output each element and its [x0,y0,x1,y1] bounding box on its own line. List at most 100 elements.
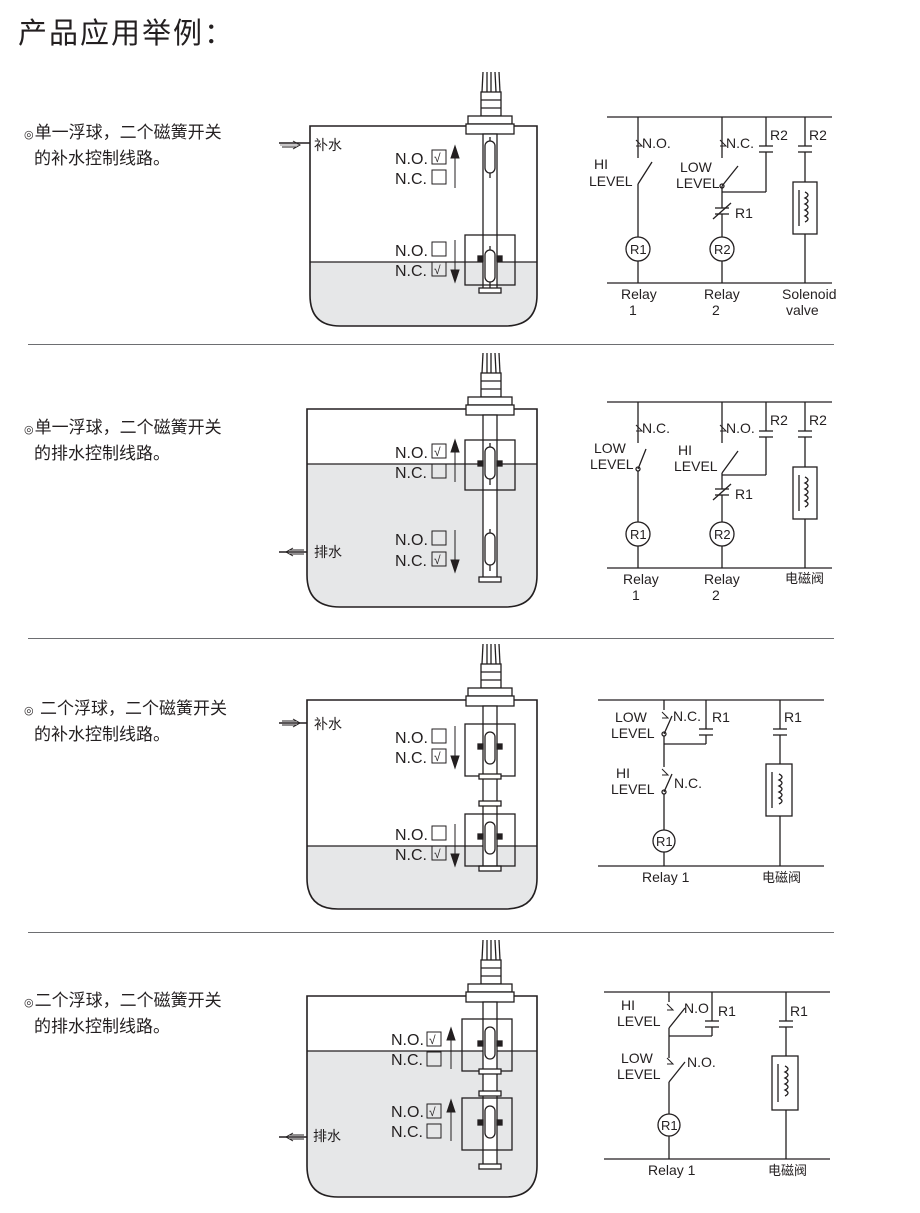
contact-label: N.C. [674,775,702,791]
level-label: LOW [615,709,648,725]
check-mark: √ [429,1033,436,1047]
r1-label: R1 [735,486,753,502]
r1-label: R1 [784,709,802,725]
circuit-labels: N.O. HI LEVEL N.C. LOW LEVEL R2 R2 R1 R1… [589,127,837,318]
outflow-arrow-icon [284,1132,304,1142]
check-mark: √ [434,750,441,764]
checkbox-icon [431,530,447,546]
switch-labels-bottom: N.O. N.C. √ [395,240,460,284]
checkbox-icon [431,149,447,165]
no-label: N.O. [395,730,428,747]
checkbox-icon [431,728,447,744]
tank [279,408,538,608]
r2-label: R2 [770,127,788,143]
checkbox-icon [431,845,447,861]
float-switch-sensor [464,352,516,583]
checkbox-icon [426,1031,442,1047]
r1-label: R1 [790,1003,808,1019]
coil-label: R1 [630,527,647,542]
bullet-icon: ◎ [24,128,34,141]
flow-label: 补水 [314,138,342,154]
tank [279,125,538,327]
checkbox-icon [431,825,447,841]
r1-label: R1 [735,205,753,221]
section-1: ◎单一浮球，二个磁簧开关 的补水控制线路。 补水 [0,0,920,327]
no-label: N.O. [395,445,428,462]
coil-label: R1 [630,242,647,257]
coil-label: R2 [714,242,731,257]
section-1-diagram: 补水 N.O. √ N.C. [279,71,837,327]
bullet-icon: ◎ [24,704,34,717]
switch-labels-top: N.O. N.C. √ [395,726,460,770]
check-mark: √ [434,151,441,165]
float-switch-sensor [464,643,516,872]
relay-label: Relay [623,571,659,587]
level-label: LEVEL [617,1013,661,1029]
arrow-up-icon [446,1026,456,1069]
level-label: LEVEL [590,456,634,472]
flow-label: 排水 [313,1129,341,1145]
arrow-up-icon [446,1098,456,1141]
check-mark: √ [434,263,441,277]
coil-label: R1 [656,834,673,849]
contact-label: N.O. [642,135,671,151]
checkbox-icon [431,241,447,257]
section-description: ◎单一浮球，二个磁簧开关 的补水控制线路。 [24,121,222,171]
contact-label: N.O [684,1000,709,1016]
coil-label: R1 [661,1118,678,1133]
circuit-diagram [598,699,824,867]
arrow-down-icon [450,240,460,284]
level-label: LEVEL [674,458,718,474]
description-line-1: 二个浮球，二个磁簧开关 [34,699,228,719]
contact-label: N.C. [673,708,701,724]
checkbox-icon [426,1103,442,1119]
solenoid-label: 电磁阀 [762,871,801,886]
circuit-diagram [607,401,832,569]
bullet-icon: ◎ [24,996,34,1009]
relay-number: 1 [632,587,640,603]
level-label: LEVEL [617,1066,661,1082]
no-label: N.O. [391,1032,424,1049]
no-label: N.O. [395,532,428,549]
check-mark: √ [434,553,441,567]
level-label: LEVEL [611,725,655,741]
checkbox-icon [431,443,447,459]
tank [279,995,538,1198]
level-label: LOW [594,440,627,456]
arrow-down-icon [450,530,460,574]
tank [279,699,538,910]
float-switch-sensor [461,939,515,1170]
r2-label: R2 [809,412,827,428]
circuit-diagram [604,991,830,1160]
contact-label: N.O. [687,1054,716,1070]
r2-label: R2 [809,127,827,143]
nc-label: N.C. [391,1124,423,1141]
level-label: HI [616,765,630,781]
arrow-up-icon [450,144,460,188]
level-label: HI [594,156,608,172]
nc-label: N.C. [395,553,427,570]
circuit-labels: LOW LEVEL N.C. R1 HI LEVEL N.C. R1 R1 Re… [611,708,802,886]
check-mark: √ [434,445,441,459]
check-mark: √ [434,847,441,861]
nc-label: N.C. [395,171,427,188]
solenoid-label: Solenoid [782,286,837,302]
arrow-down-icon [450,726,460,770]
nc-label: N.C. [395,263,427,280]
section-4: ◎二个浮球，二个磁簧开关 的排水控制线路。 排水 [0,876,920,1198]
description-line-1: 二个浮球，二个磁簧开关 [34,991,222,1011]
circuit-labels: HI LEVEL N.O R1 LOW LEVEL N.O. R1 R1 Rel… [617,997,808,1179]
section-description: ◎二个浮球，二个磁簧开关 的排水控制线路。 [24,989,222,1039]
switch-labels-top: N.O. √ N.C. [391,1026,456,1069]
arrow-up-icon [450,438,460,482]
description-line-1: 单一浮球，二个磁簧开关 [34,418,222,438]
arrow-down-icon [450,824,460,868]
checkbox-icon [426,1123,442,1139]
level-label: LEVEL [589,173,633,189]
outflow-arrow-icon [284,547,304,557]
description-line-2: 的补水控制线路。 [34,149,170,169]
no-label: N.O. [391,1104,424,1121]
solenoid-label: 电磁阀 [768,1164,807,1179]
r2-label: R2 [770,412,788,428]
inflow-arrow-icon [282,718,302,728]
